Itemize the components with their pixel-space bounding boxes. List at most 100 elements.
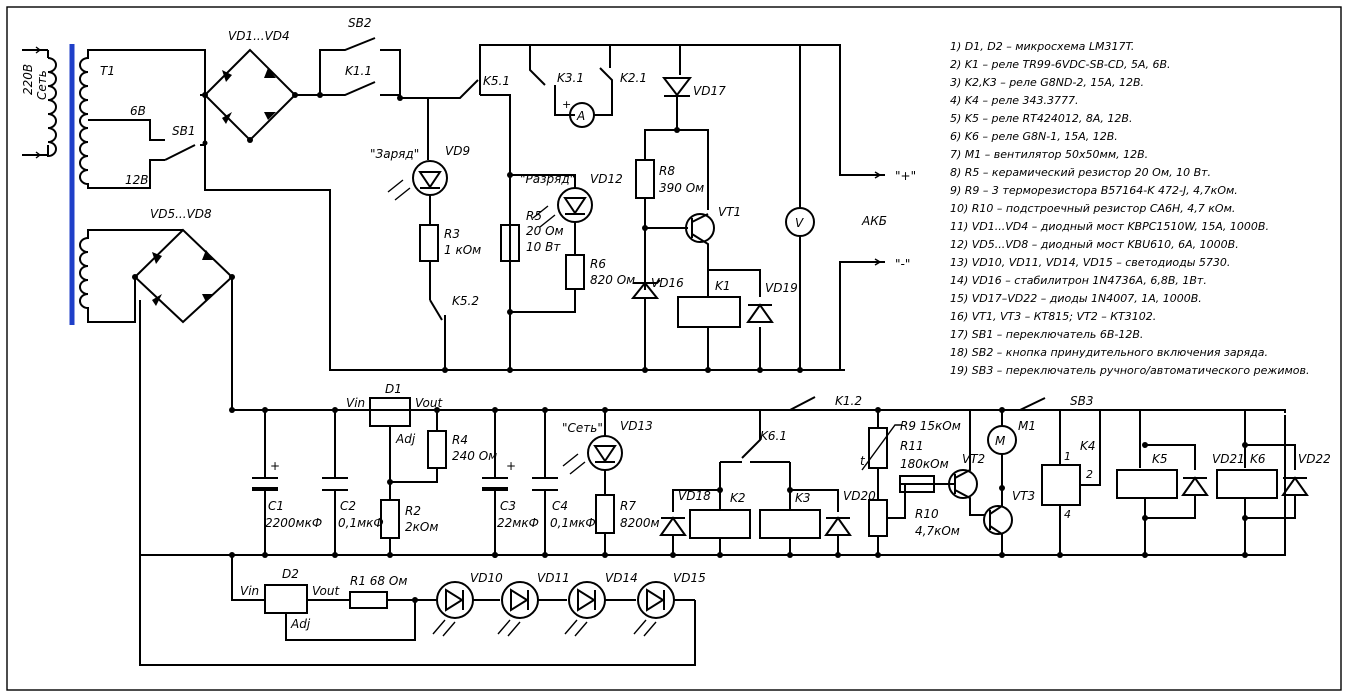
vd9-text: "Заряд" xyxy=(370,147,419,161)
relay-k5 xyxy=(1116,469,1178,499)
k2-node xyxy=(717,487,723,493)
resistor-r11 xyxy=(899,475,935,493)
c2-value: 0,1мкФ xyxy=(338,516,384,530)
battery-terminals xyxy=(330,44,885,373)
k52-label: K5.2 xyxy=(452,294,479,308)
gnd-node-b xyxy=(670,552,676,558)
r9-label: R9 15кОм xyxy=(900,419,961,433)
vd14-label: VD14 xyxy=(605,571,638,585)
diode-vd20 xyxy=(824,516,852,536)
vd14-rays xyxy=(564,619,588,637)
motor-symbol: M xyxy=(995,434,1006,448)
bridge1-node-left xyxy=(202,92,208,98)
note-5: 5) K5 – реле RT424012, 8А, 12В. xyxy=(950,112,1132,125)
k5-label: K5 xyxy=(1152,452,1168,466)
sb1-label: SB1 xyxy=(172,124,195,138)
bridge1-left xyxy=(200,94,206,190)
ground-rail xyxy=(140,415,1286,556)
r3-value: 1 кОм xyxy=(444,243,481,257)
terminal-arrows xyxy=(874,171,881,266)
vd15-rays xyxy=(633,619,657,637)
bridge1-frame xyxy=(203,48,297,142)
sb3-contacts xyxy=(1005,397,1061,465)
vt3-label: VT3 xyxy=(1012,489,1035,503)
vd10-triangle xyxy=(445,588,464,612)
k4-pin4: 4 xyxy=(1064,508,1071,521)
k5-node-bottom xyxy=(1142,515,1148,521)
resistor-r2 xyxy=(380,499,400,539)
note-16: 16) VT1, VT3 – КТ815; VT2 – КТ3102. xyxy=(950,310,1156,323)
note-12: 12) VD5...VD8 – диодный мост KBU610, 6А,… xyxy=(950,238,1239,251)
d2-vout: Vout xyxy=(312,584,340,598)
note-18: 18) SB2 – кнопка принудительного включен… xyxy=(950,346,1268,359)
r1-label: R1 68 Ом xyxy=(350,574,407,588)
gnd-node-a xyxy=(492,552,498,558)
c3-label: C3 xyxy=(500,499,516,513)
k61-leads xyxy=(719,462,791,510)
secondary-winding-2 xyxy=(79,229,136,323)
c2-label: C2 xyxy=(340,499,356,513)
d1-adj-label: Adj xyxy=(395,432,416,446)
diode-vd4 xyxy=(264,112,276,120)
relays-k2-k3 xyxy=(659,410,852,555)
bridge1-node-bottom xyxy=(247,137,253,143)
note-9: 9) R9 – 3 терморезистора B57164-K 472-J,… xyxy=(950,184,1238,197)
switch-sb1[interactable] xyxy=(164,95,841,371)
vt1-pins xyxy=(691,213,709,270)
k2-k3-gnd xyxy=(719,538,791,555)
vd15-body xyxy=(637,581,675,619)
vd13-body xyxy=(587,435,623,471)
plus-lead xyxy=(800,44,885,176)
resistor-r8 xyxy=(635,159,655,199)
d2-label: D2 xyxy=(282,567,299,581)
switch-sb2-k11[interactable] xyxy=(317,37,403,101)
c4-gnd-node xyxy=(542,552,548,558)
diode-vd5 xyxy=(152,252,162,264)
c3-node xyxy=(492,407,498,413)
r10-label: R10 xyxy=(915,507,939,521)
diode-vd22 xyxy=(1281,476,1309,496)
led-lighting-string xyxy=(231,555,438,641)
resistor-r7 xyxy=(595,494,615,534)
ammeter-plus: + xyxy=(562,98,571,111)
note-15: 15) VD17–VD22 – диоды 1N4007, 1А, 1000В. xyxy=(950,292,1202,305)
secondary-winding-1 xyxy=(79,49,130,189)
vd12-text: "Разряд" xyxy=(520,172,575,186)
k4-gnd-node xyxy=(1057,552,1063,558)
regulator-d1 xyxy=(369,397,447,558)
k2-label: K2 xyxy=(730,491,746,505)
tap-6v-label: 6В xyxy=(130,104,146,118)
resistor-r6 xyxy=(565,254,585,290)
vd12-body xyxy=(557,187,593,223)
bridge2-frame xyxy=(133,228,234,324)
vd21-label: VD21 xyxy=(1212,452,1245,466)
relay-k3 xyxy=(759,509,821,539)
note-7: 7) M1 – вентилятор 50х50мм, 12В. xyxy=(950,148,1148,161)
vd12-label: VD12 xyxy=(590,172,623,186)
vd19-label: VD19 xyxy=(765,281,798,295)
k3-node xyxy=(787,487,793,493)
vd18-label: VD18 xyxy=(678,489,711,503)
vd18-leads xyxy=(672,489,720,555)
r3-label: R3 xyxy=(444,227,460,241)
t1-label: T1 xyxy=(100,64,115,78)
vd13-node xyxy=(602,407,608,413)
k6-leads xyxy=(1140,409,1296,519)
bus-node-2 xyxy=(507,367,513,373)
switch-sb3-k4[interactable] xyxy=(1005,397,1140,558)
vd14-triangle xyxy=(577,588,596,612)
led-vd11 xyxy=(497,581,567,637)
diode-vd7 xyxy=(152,294,162,306)
vd11-rays xyxy=(497,619,521,637)
primary-arrows xyxy=(35,46,41,159)
c2-node xyxy=(332,407,338,413)
voltmeter-circle[interactable] xyxy=(785,207,815,237)
diode-vd21 xyxy=(1181,476,1209,496)
note-1: 1) D1, D2 – микросхема LM317T. xyxy=(950,40,1134,53)
vd22-label: VD22 xyxy=(1298,452,1331,466)
vt1-label: VT1 xyxy=(718,205,741,219)
relays-k5-k6 xyxy=(1116,409,1309,555)
diode-vd3 xyxy=(222,112,232,124)
bridge2-ground-lead xyxy=(139,300,696,666)
vd13-label: VD13 xyxy=(620,419,653,433)
